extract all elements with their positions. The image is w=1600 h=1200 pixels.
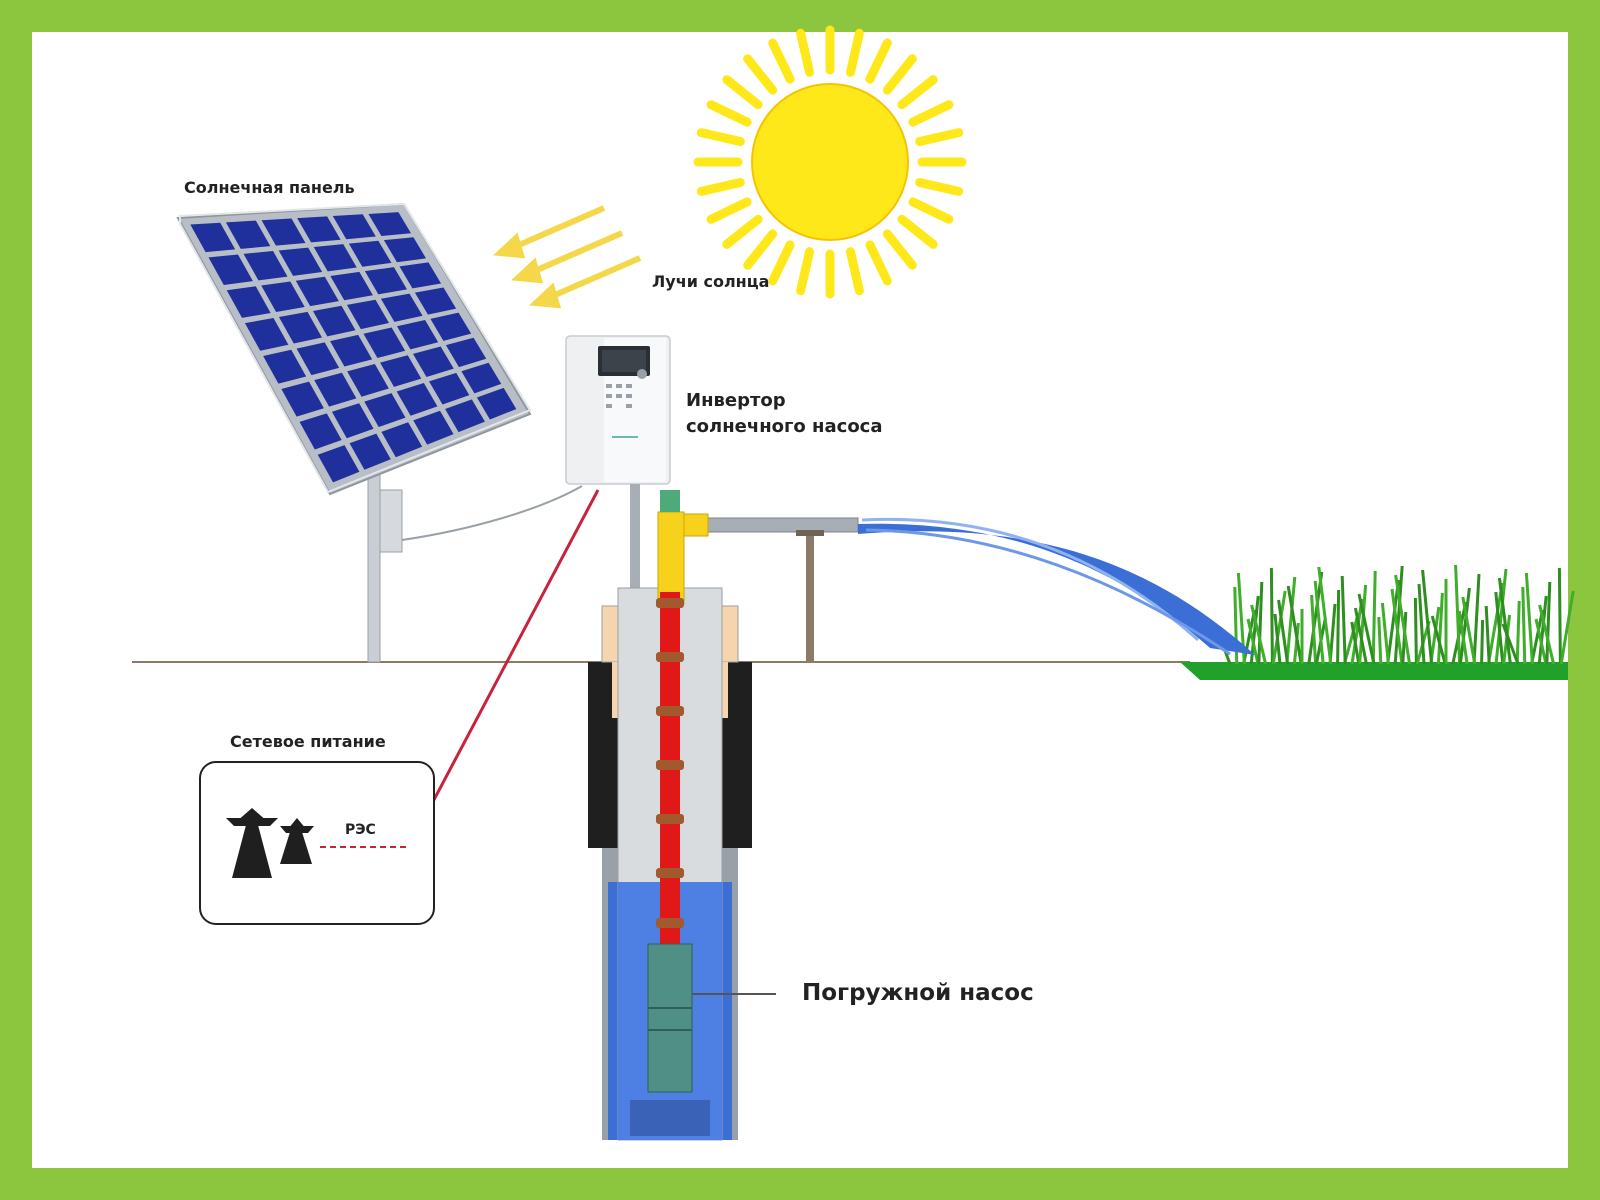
panel-to-inverter-cable <box>401 485 583 541</box>
grid-power-label: Сетевое питание <box>230 732 386 751</box>
sun-rays-arrows-icon <box>493 205 642 309</box>
submersible-pump-icon <box>647 943 693 1093</box>
sun-rays-label: Лучи солнца <box>652 272 770 291</box>
substation-label: РЭС <box>345 822 376 838</box>
grid-power-box <box>199 761 435 925</box>
solar-panel-label: Солнечная панель <box>184 178 355 197</box>
water-jet-icon <box>858 517 1255 656</box>
sun-icon <box>693 25 967 299</box>
submersible-pump-label: Погружной насос <box>802 980 1034 1006</box>
solar-panel-icon <box>176 202 532 496</box>
panel-junction-box <box>379 489 403 553</box>
power-tower-icon <box>226 808 314 878</box>
inverter-label-line1: Инвертор <box>686 390 786 411</box>
grid-power-cable <box>408 489 600 846</box>
riser-pipe <box>656 592 684 948</box>
grass-ground-strip <box>1180 662 1568 680</box>
inverter-label: Инвертор солнечного насоса <box>686 388 883 440</box>
inverter-label-line2: солнечного насоса <box>686 416 883 437</box>
inverter-device-icon <box>565 335 671 485</box>
outlet-pipe <box>657 490 859 662</box>
grass-icon <box>1213 564 1575 665</box>
inverter-conduit <box>630 484 640 594</box>
